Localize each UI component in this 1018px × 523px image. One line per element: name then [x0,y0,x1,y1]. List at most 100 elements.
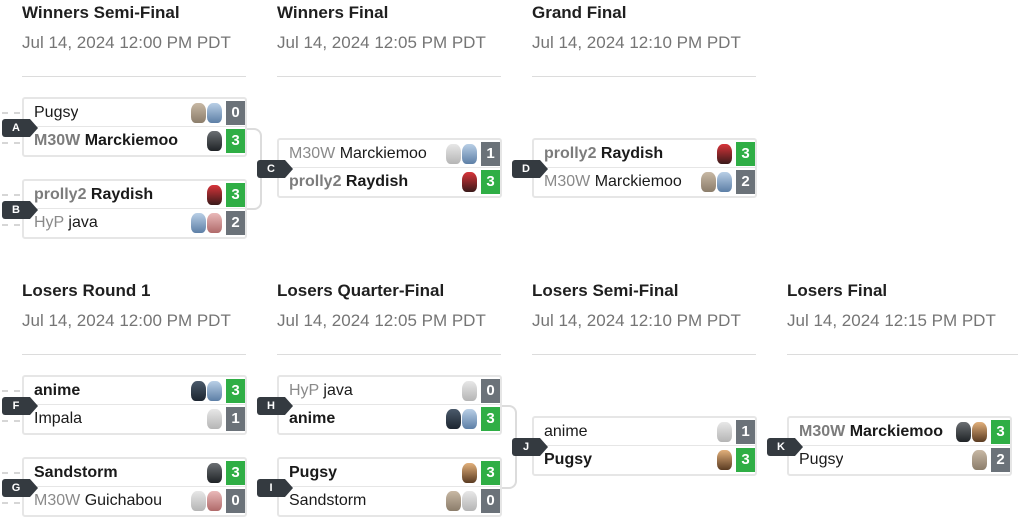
player-slot[interactable]: Impala 1 [24,405,245,433]
match-label-h[interactable]: H [257,397,293,415]
match-label-g[interactable]: G [2,479,38,497]
tan-fighter-icon [701,172,716,192]
connector-stub [2,420,20,422]
round-title: Losers Quarter-Final [277,281,445,300]
match-label-k[interactable]: K [767,438,803,456]
gamer-tag: java [323,382,353,399]
character-icons [701,172,732,192]
round-time: Jul 14, 2024 12:00 PM PDT [22,33,231,52]
score-badge: 2 [736,170,755,194]
round-time: Jul 14, 2024 12:05 PM PDT [277,33,486,52]
team-tag: HyP [34,214,64,231]
connector-stub [2,142,20,144]
match-label-j[interactable]: J [512,438,548,456]
team-tag: prolly2 [34,186,87,203]
gray-fighter-icon [191,491,206,511]
team-tag: M30W [34,132,81,149]
round-losers-semi-final: Losers Semi-Final Jul 14, 2024 12:10 PM … [532,280,756,355]
red-fighter-icon [207,185,222,205]
player-name: Sandstorm [289,487,366,515]
round-title: Losers Round 1 [22,281,151,300]
connector-stub [2,112,20,114]
gamer-tag: Impala [34,410,83,427]
match-label-b[interactable]: B [2,201,38,219]
gamer-tag: Raydish [345,173,409,190]
character-icons [191,213,222,233]
score-badge: 2 [991,448,1010,472]
player-name: anime [289,405,335,433]
gamer-tag: Sandstorm [34,464,118,481]
player-name: M30W Marckiemoo [289,140,427,168]
gamer-tag: Raydish [600,145,664,162]
player-name: HyP java [289,377,353,405]
gamer-tag: Pugsy [544,451,593,468]
player-name: M30W Guichabou [34,487,162,515]
round-losers-round-1: Losers Round 1 Jul 14, 2024 12:00 PM PDT [22,280,246,355]
player-slot[interactable]: M30W Marckiemoo 1 [279,140,500,168]
player-name: Impala [34,405,82,433]
gamer-tag: anime [544,423,588,440]
player-name: M30W Marckiemoo [34,127,178,155]
wolf-fighter-icon [207,131,222,151]
round-losers-final: Losers Final Jul 14, 2024 12:15 PM PDT [787,280,1018,355]
match-label-f[interactable]: F [2,397,38,415]
character-icons [462,381,477,401]
character-icons [207,463,222,483]
score-badge: 1 [226,407,245,431]
match-label-c[interactable]: C [257,160,293,178]
tan-fighter-icon [446,491,461,511]
gamer-tag: java [68,214,98,231]
gray-fighter-icon [446,144,461,164]
round-winners-semi-final: Winners Semi-Final Jul 14, 2024 12:00 PM… [22,2,246,77]
gray-fighter-icon [462,491,477,511]
divider [532,76,756,77]
gray-fighter-icon [717,422,732,442]
round-time: Jul 14, 2024 12:05 PM PDT [277,311,486,330]
player-name: prolly2 Raydish [289,168,408,196]
team-tag: HyP [289,382,319,399]
gamer-tag: anime [289,410,336,427]
round-losers-quarter-final: Losers Quarter-Final Jul 14, 2024 12:05 … [277,280,501,355]
match-label-i[interactable]: I [257,479,293,497]
team-tag: prolly2 [544,145,597,162]
character-icons [717,144,732,164]
blue-fighter-icon [207,103,222,123]
gamer-tag: Marckiemoo [339,145,427,162]
player-name: HyP java [34,209,98,237]
player-name: M30W Marckiemoo [799,418,943,446]
match-label-a[interactable]: A [2,119,38,137]
score-badge: 1 [481,142,500,166]
player-name: Pugsy [289,459,337,487]
divider [22,76,246,77]
match-label-d[interactable]: D [512,160,548,178]
character-icons [207,409,222,429]
